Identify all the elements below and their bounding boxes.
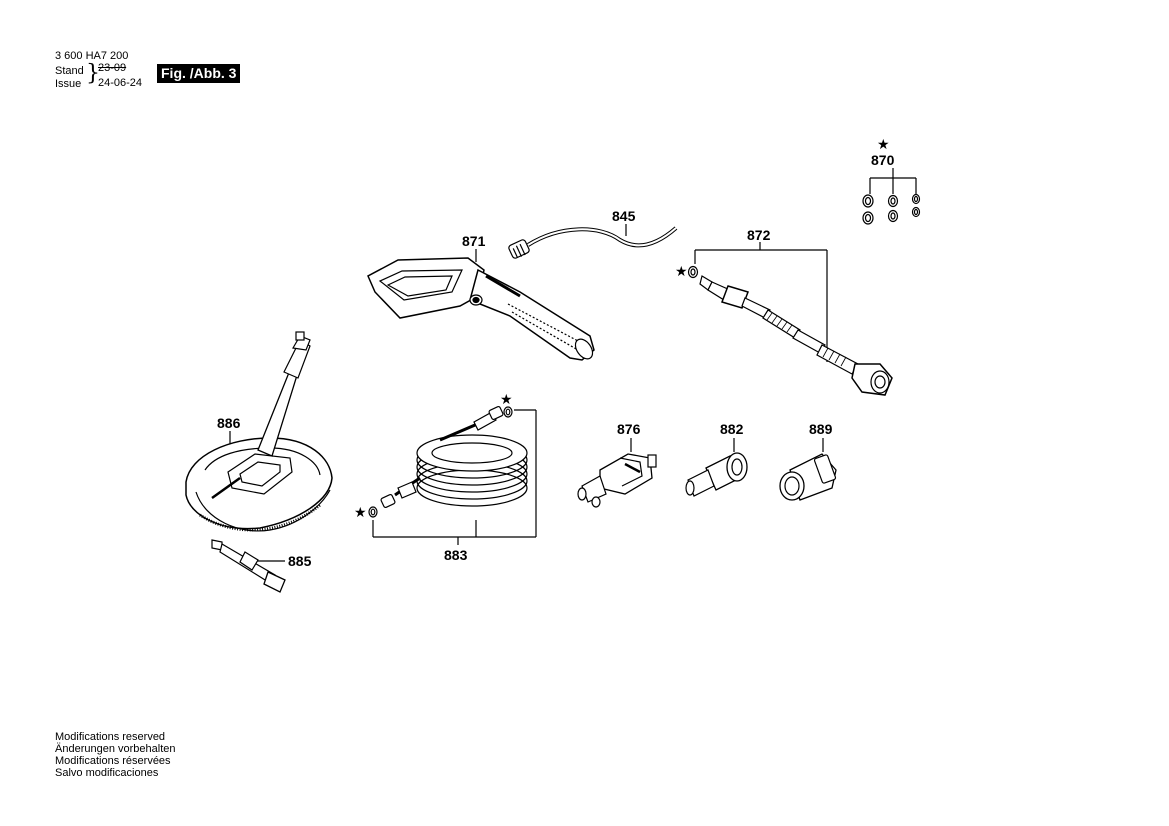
trigger-gun-drawing xyxy=(367,249,595,361)
notice-spanish: Salvo modificaciones xyxy=(55,767,159,779)
connector-drawing xyxy=(779,438,837,501)
issue-date: 24-06-24 xyxy=(98,77,143,89)
part-number-876: 876 xyxy=(617,421,641,437)
document-number: 3 600 HA7 200 xyxy=(55,50,129,62)
lance-drawing xyxy=(687,242,893,396)
notice-french: Modifications réservées xyxy=(55,755,171,767)
pressure-hose-drawing xyxy=(368,405,537,545)
brace-icon: } xyxy=(86,61,100,86)
o-ring-set-drawing xyxy=(862,168,921,225)
part-number-882: 882 xyxy=(720,421,744,437)
figure-label: Fig. /Abb. 3 xyxy=(157,64,241,83)
star-icon: ★ xyxy=(675,263,688,279)
thin-hose-drawing xyxy=(508,224,678,259)
part-number-886: 886 xyxy=(217,415,241,431)
part-number-872: 872 xyxy=(747,227,771,243)
star-icon: ★ xyxy=(877,136,890,152)
adapter-drawing xyxy=(685,438,748,497)
part-number-883: 883 xyxy=(444,547,468,563)
star-icon: ★ xyxy=(354,504,367,520)
stand-label: Stand xyxy=(55,65,84,77)
part-number-871: 871 xyxy=(462,233,486,249)
issue-label: Issue xyxy=(55,78,82,90)
nozzle-drawing xyxy=(577,438,657,508)
part-number-870: 870 xyxy=(871,152,895,168)
star-icon: ★ xyxy=(500,391,513,407)
notice-german: Änderungen vorbehalten xyxy=(55,743,176,755)
modifications-notice: Modifications reserved Änderungen vorbeh… xyxy=(55,731,175,779)
stand-date: 23-09 xyxy=(98,62,127,74)
notice-english: Modifications reserved xyxy=(55,731,166,743)
part-number-889: 889 xyxy=(809,421,833,437)
part-number-845: 845 xyxy=(612,208,636,224)
extension-tube-drawing xyxy=(211,539,286,593)
surface-cleaner-drawing xyxy=(185,331,333,532)
part-number-885: 885 xyxy=(288,553,312,569)
